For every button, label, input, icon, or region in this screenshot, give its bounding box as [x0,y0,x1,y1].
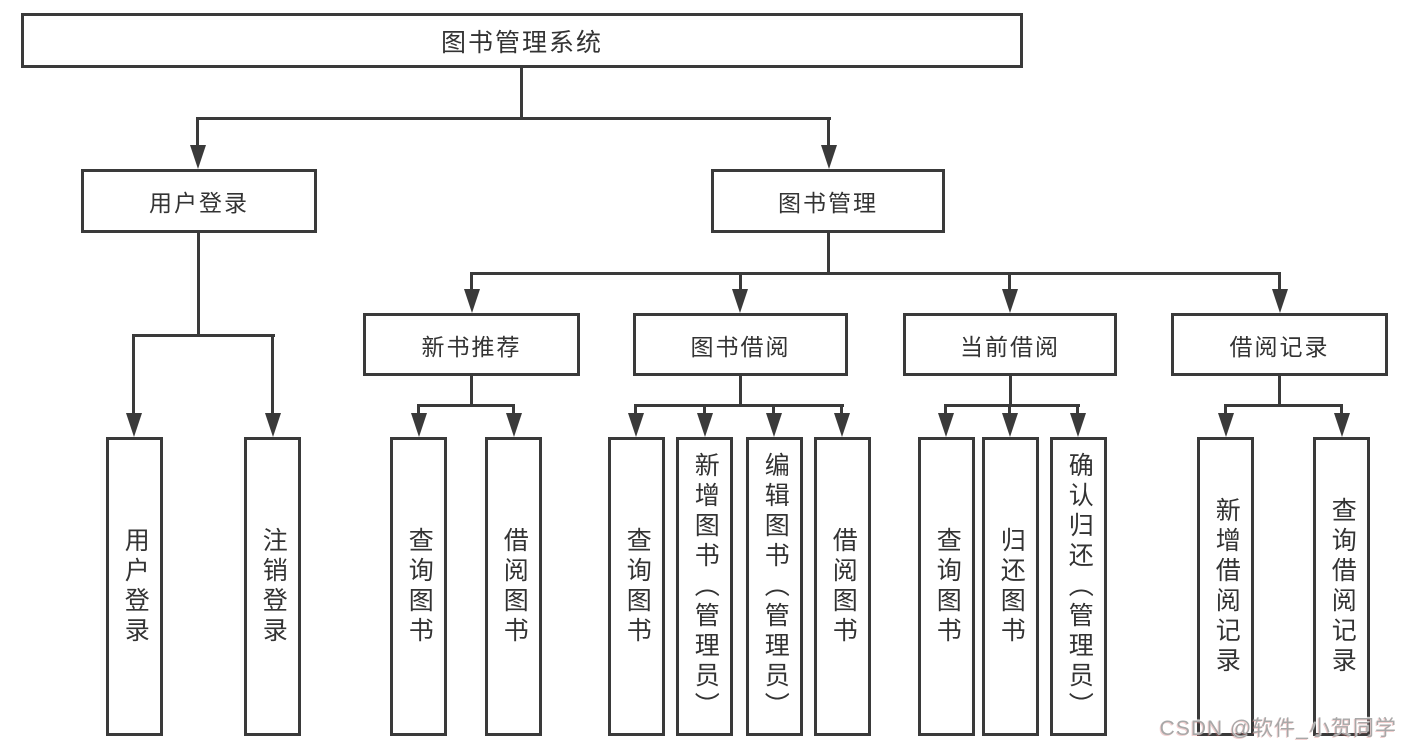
connector-drop-new-book-child2 [512,404,515,418]
leaf-query-borrow-record-label: 查询借阅记录 [1328,496,1357,677]
arrowhead-records-child2 [1334,413,1350,437]
connector-drop-current [1008,272,1011,292]
node-root-label: 图书管理系统 [440,28,603,57]
arrowhead-borrow-child3 [766,413,782,437]
node-new-book-label: 新书推荐 [421,333,522,360]
arrowhead-book-mgmt [821,145,837,169]
connector-borrow-stem [739,376,742,406]
node-borrow-records: 借阅记录 [1171,313,1388,376]
leaf-return-books-label: 归还图书 [997,526,1026,647]
arrowhead-borrow-child4 [834,413,850,437]
leaf-add-books-admin: 新增图书（管理员） [676,437,733,736]
connector-drop-user-login-child1 [132,334,135,416]
arrowhead-user-login-child2 [265,413,281,437]
arrowhead-borrow-child1 [628,413,644,437]
arrowhead-records-child1 [1218,413,1234,437]
connector-drop-records [1278,272,1281,292]
connector-drop-borrow-child2 [703,404,706,418]
connector-drop-new-book [470,272,473,292]
node-records-label: 借阅记录 [1229,333,1330,360]
node-book-mgmt: 图书管理 [711,169,945,233]
leaf-user-login: 用户登录 [106,437,163,736]
leaf-edit-books-admin-label: 编辑图书（管理员） [761,451,790,722]
leaf-add-books-admin-label: 新增图书（管理员） [691,451,720,722]
node-new-book-recommend: 新书推荐 [363,313,580,376]
connector-root-stem [520,68,523,118]
connector-drop-borrow [739,272,742,292]
leaf-return-books: 归还图书 [982,437,1039,736]
node-user-login: 用户登录 [81,169,317,233]
connector-drop-records-child1 [1224,404,1227,418]
connector-drop-current-child1 [944,404,947,418]
node-root-system: 图书管理系统 [21,13,1023,68]
leaf-borrow-books-2: 借阅图书 [814,437,871,736]
connector-level1-split [197,117,831,120]
arrowhead-current-child1 [938,413,954,437]
arrowhead-user-login-child1 [126,413,142,437]
connector-drop-new-book-child1 [417,404,420,418]
connector-current-split [945,404,1080,407]
leaf-confirm-return-admin-label: 确认归还（管理员） [1065,451,1094,722]
leaf-query-borrow-record: 查询借阅记录 [1313,437,1370,736]
connector-borrow-split [635,404,844,407]
arrowhead-new-book-child1 [411,413,427,437]
arrowhead-borrow-child2 [697,413,713,437]
connector-book-mgmt-stem [827,233,830,273]
connector-drop-borrow-child1 [634,404,637,418]
arrowhead-new-book-child2 [506,413,522,437]
node-book-borrow: 图书借阅 [633,313,848,376]
arrowhead-current-child3 [1070,413,1086,437]
connector-drop-current-child2 [1008,404,1011,418]
csdn-watermark: CSDN @软件_小贺同学 [1159,717,1397,740]
leaf-add-borrow-record: 新增借阅记录 [1197,437,1254,736]
leaf-query-books-3: 查询图书 [918,437,975,736]
node-user-login-label: 用户登录 [149,190,249,216]
leaf-user-login-label: 用户登录 [121,526,150,647]
connector-drop-user-login-child2 [271,334,274,416]
connector-drop-book-mgmt [827,117,830,148]
arrowhead-current-child2 [1002,413,1018,437]
connector-user-login-stem [197,233,200,335]
leaf-query-books-1: 查询图书 [390,437,447,736]
node-borrow-label: 图书借阅 [690,333,791,360]
leaf-borrow-books-2-label: 借阅图书 [829,526,858,647]
arrowhead-user-login [190,145,206,169]
node-current-borrow: 当前借阅 [903,313,1117,376]
connector-current-stem [1009,376,1012,406]
arrowhead-records [1272,289,1288,313]
connector-new-book-split [417,404,515,407]
connector-drop-borrow-child4 [840,404,843,418]
leaf-query-books-3-label: 查询图书 [933,526,962,647]
connector-drop-borrow-child3 [772,404,775,418]
arrowhead-borrow [732,289,748,313]
connector-drop-current-child3 [1076,404,1079,418]
connector-user-login-split [132,334,275,337]
leaf-edit-books-admin: 编辑图书（管理员） [746,437,803,736]
connector-records-split [1224,404,1343,407]
connector-records-stem [1278,376,1281,406]
node-current-label: 当前借阅 [960,333,1060,360]
leaf-add-borrow-record-label: 新增借阅记录 [1212,496,1241,677]
leaf-query-books-2-label: 查询图书 [623,526,652,647]
arrowhead-current [1002,289,1018,313]
arrowhead-new-book [464,289,480,313]
connector-drop-records-child2 [1340,404,1343,418]
connector-drop-user-login [196,117,199,148]
leaf-logout: 注销登录 [244,437,301,736]
connector-level3-split [470,272,1281,275]
leaf-borrow-books-1: 借阅图书 [485,437,542,736]
leaf-query-books-1-label: 查询图书 [405,526,434,647]
leaf-logout-label: 注销登录 [259,526,288,647]
connector-new-book-stem [470,376,473,406]
leaf-confirm-return-admin: 确认归还（管理员） [1050,437,1107,736]
node-book-mgmt-label: 图书管理 [778,190,878,216]
leaf-query-books-2: 查询图书 [608,437,665,736]
leaf-borrow-books-1-label: 借阅图书 [500,526,529,647]
